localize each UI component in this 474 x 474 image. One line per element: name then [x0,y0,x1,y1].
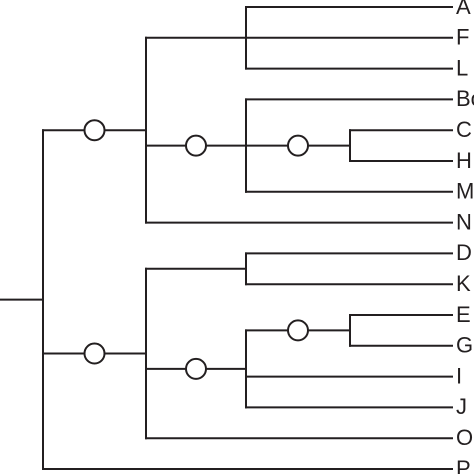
node-markers [83,119,309,380]
branch-lines [0,6,453,470]
taxon-label-C: C [456,117,472,142]
taxon-label-G: G [456,333,473,358]
node-circle-upper-clade [83,119,106,142]
node-circle-lower-clade [83,342,106,365]
node-circle-clade-ch [287,134,309,157]
taxon-label-O: O [456,425,473,450]
taxon-label-P: P [456,456,471,474]
taxon-label-F: F [456,25,469,50]
taxon-label-K: K [456,271,471,296]
taxon-label-I: I [456,363,462,388]
taxon-label-M: M [456,179,474,204]
taxon-label-N: N [456,209,472,234]
node-circle-clade-eg [287,319,309,342]
taxon-label-D: D [456,240,472,265]
node-circle-clade-bochm [185,134,207,157]
taxon-label-H: H [456,148,472,173]
taxon-label-E: E [456,302,471,327]
taxon-label-J: J [456,394,467,419]
taxon-label-A: A [456,0,471,19]
taxon-label-L: L [456,55,468,80]
taxon-labels: AFL BoCHMNDKEGIJOP [456,0,474,474]
taxon-label-Bo: Bo [456,86,474,111]
node-circle-clade-egij [185,357,207,380]
